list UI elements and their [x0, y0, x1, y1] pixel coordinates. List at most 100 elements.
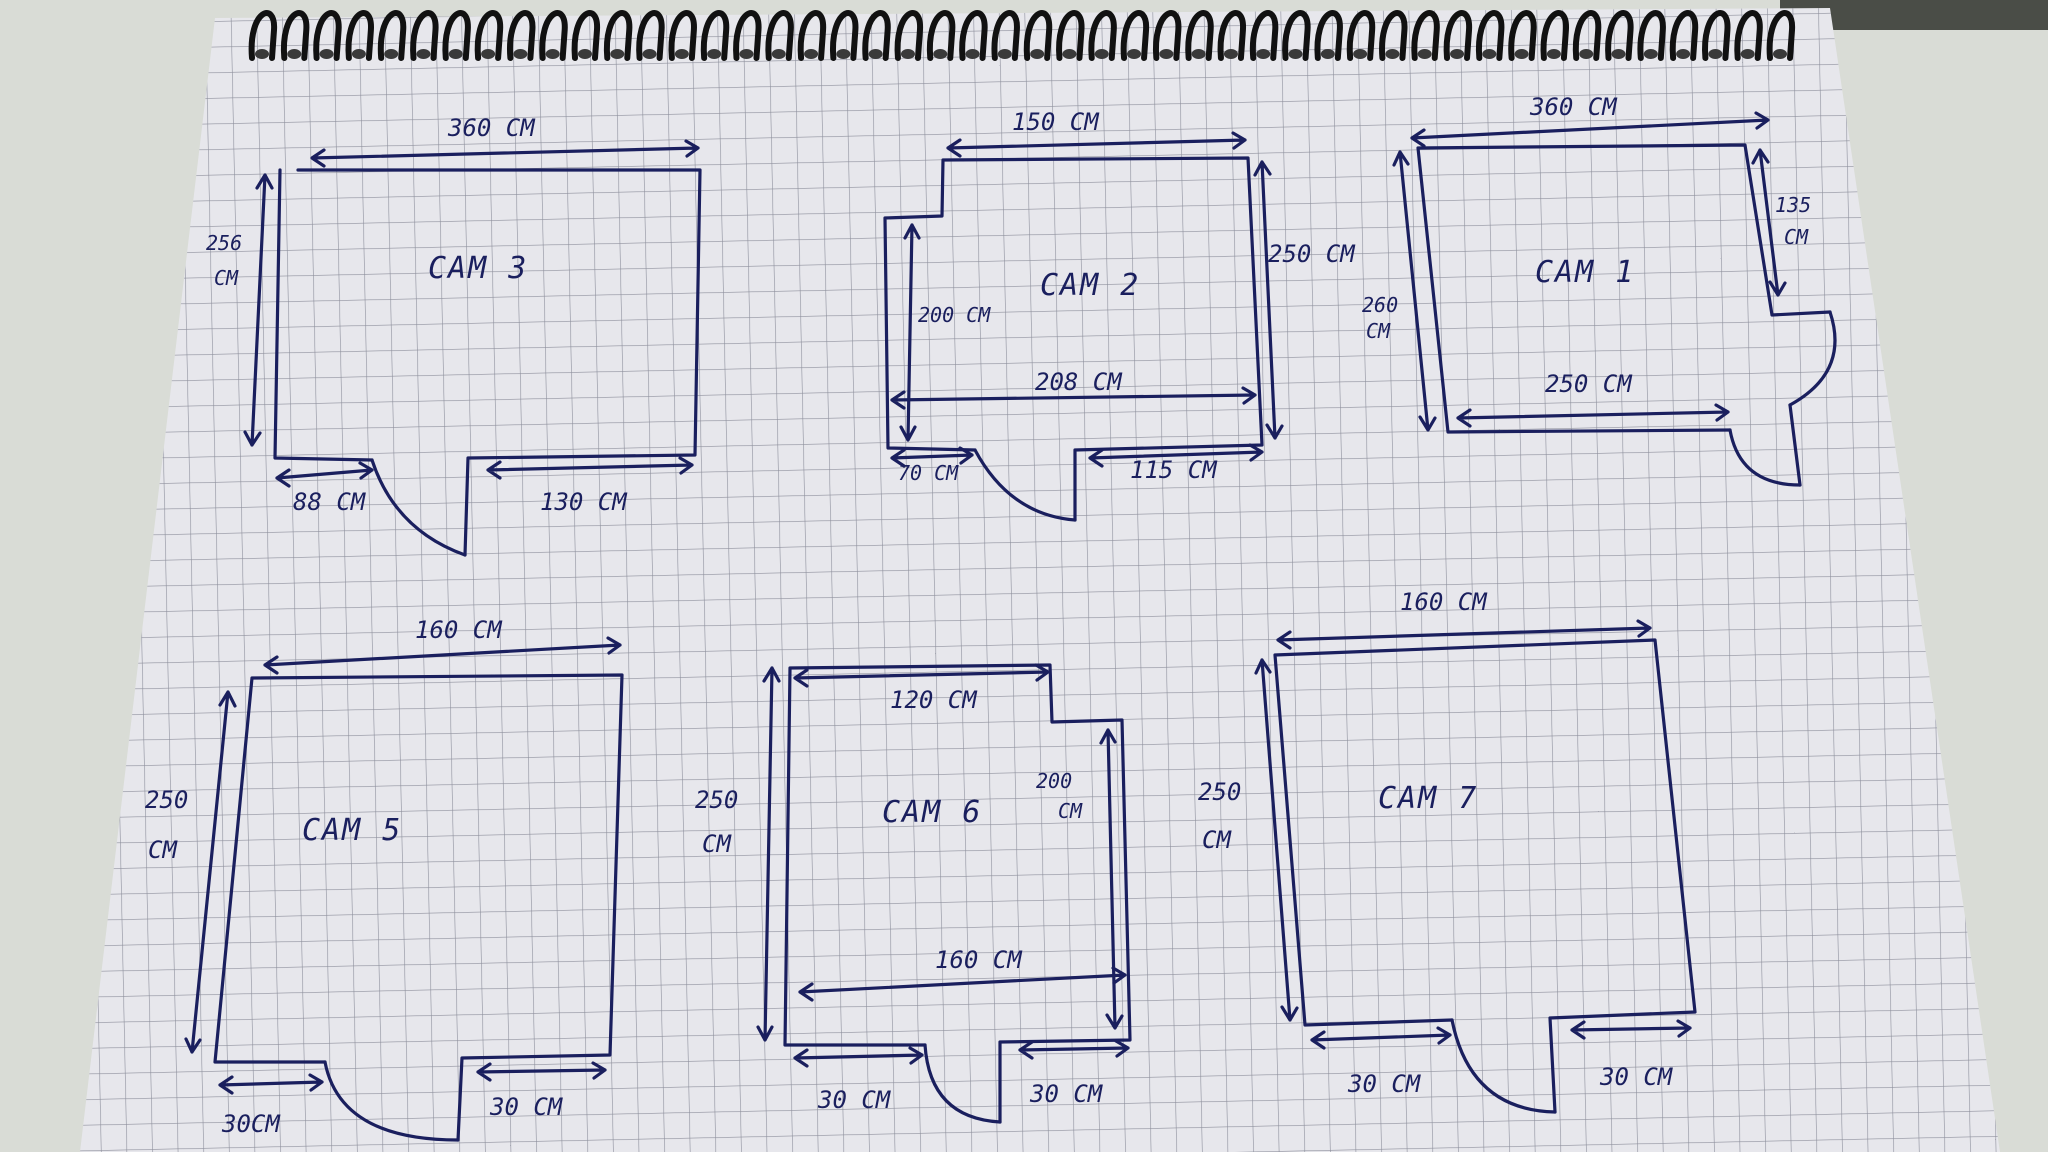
- cam2-dim-bottom-right: 115 CM: [1130, 456, 1218, 484]
- spiral-ring: [1023, 10, 1053, 61]
- binding-hole: [1159, 49, 1174, 59]
- cam5-walls: [213, 673, 624, 1142]
- spiral-ring: [1508, 10, 1537, 61]
- cam6-dim-right-a: 200: [1036, 769, 1072, 793]
- spiral-ring: [539, 10, 568, 61]
- cam7-title: CAM 7: [1378, 781, 1478, 816]
- cam2-dim-top: 150 CM: [1012, 108, 1100, 136]
- cam6-door-arc: [923, 1043, 1002, 1124]
- cam1-bottom-arrow: [1456, 403, 1730, 428]
- cam7-bottom-left-arrow: [1310, 1026, 1452, 1050]
- cam2-inner-width-arrow: [890, 386, 1257, 410]
- binding-hole: [674, 49, 689, 59]
- cam2-right-arrow: [1253, 160, 1284, 440]
- binding-hole: [965, 49, 980, 59]
- binding-hole: [1256, 49, 1271, 59]
- room-cam1: CAM 1 360 CM 135 CM 260 CM 250 CM: [1362, 93, 1837, 487]
- spiral-ring: [1185, 10, 1214, 61]
- binding-hole: [416, 49, 431, 59]
- binding-hole: [642, 49, 657, 59]
- spiral-ring: [1282, 10, 1311, 61]
- spiral-ring: [926, 10, 956, 61]
- cam7-dim-bottom-right: 30 CM: [1599, 1063, 1674, 1091]
- cam1-title: CAM 1: [1535, 255, 1635, 290]
- binding-hole: [1450, 49, 1465, 59]
- binding-hole: [1417, 49, 1432, 59]
- binding-hole: [1062, 49, 1077, 59]
- cam7-bottom-right-arrow: [1570, 1019, 1692, 1040]
- cam3-dim-left-a: 256: [206, 231, 242, 255]
- cam6-dim-left-b: CM: [702, 830, 732, 858]
- spiral-ring: [1540, 10, 1569, 61]
- cam1-top-arrow: [1410, 111, 1770, 148]
- cam6-dim-inner-width: 160 CM: [935, 946, 1023, 974]
- spiral-ring: [1217, 10, 1246, 61]
- binding-hole: [707, 49, 722, 59]
- cam6-dim-bottom-right: 30 CM: [1029, 1080, 1104, 1108]
- cam6-dim-top: 120 CM: [890, 686, 978, 714]
- spiral-ring: [345, 10, 374, 61]
- spiral-ring: [1056, 10, 1085, 61]
- cam6-bottom-left-arrow: [793, 1046, 924, 1068]
- spiral-binding: [248, 10, 1796, 61]
- cam5-bottom-left-arrow: [218, 1073, 324, 1095]
- binding-hole: [1482, 49, 1497, 59]
- spiral-ring: [765, 10, 794, 61]
- spiral-ring: [1346, 10, 1376, 61]
- cam2-title: CAM 2: [1040, 268, 1140, 303]
- cam1-right-arrow: [1751, 148, 1787, 297]
- spiral-ring: [442, 10, 471, 61]
- spiral-ring: [410, 10, 439, 61]
- cam7-dim-left-a: 250: [1198, 778, 1241, 806]
- spiral-ring: [1572, 10, 1602, 61]
- spiral-ring: [797, 10, 827, 61]
- cam6-inner-width-arrow: [798, 966, 1127, 1002]
- spiral-ring: [377, 10, 407, 61]
- binding-hole: [1676, 49, 1691, 59]
- cam5-title: CAM 5: [302, 813, 402, 848]
- cam1-dim-bottom: 250 CM: [1545, 370, 1633, 398]
- cam7-walls: [1273, 638, 1697, 1114]
- binding-hole: [1191, 49, 1206, 59]
- binding-hole: [577, 49, 592, 59]
- binding-hole: [1353, 49, 1368, 59]
- cam1-left-arrow: [1392, 150, 1437, 432]
- cam7-dim-top: 160 CM: [1400, 588, 1488, 616]
- cam5-dim-top: 160 CM: [415, 616, 503, 644]
- cam7-top-arrow: [1276, 619, 1652, 650]
- spiral-ring: [1669, 10, 1699, 61]
- binding-hole: [1030, 49, 1045, 59]
- spiral-ring: [1637, 10, 1666, 61]
- cam2-door-arc: [973, 448, 1077, 522]
- cam6-title: CAM 6: [882, 795, 982, 830]
- cam6-left-arrow: [756, 666, 781, 1042]
- cam1-dim-right-b: CM: [1784, 225, 1809, 249]
- spiral-ring: [1152, 10, 1182, 61]
- cam1-dim-left-a: 260: [1362, 293, 1398, 317]
- cam2-dim-inner-left: 200 CM: [918, 303, 991, 327]
- binding-hole: [1708, 49, 1723, 59]
- spiral-ring: [636, 10, 665, 61]
- spiral-ring: [1411, 10, 1440, 61]
- spiral-ring: [507, 10, 536, 61]
- binding-hole: [1385, 49, 1400, 59]
- binding-hole: [868, 49, 883, 59]
- cam3-walls: [273, 168, 702, 557]
- cam7-left-arrow: [1254, 658, 1299, 1022]
- cam3-title: CAM 3: [428, 251, 528, 286]
- cam6-right-arrow: [1099, 728, 1124, 1030]
- cam5-dim-bottom-left: 30CM: [221, 1110, 281, 1138]
- cam6-bottom-right-arrow: [1018, 1039, 1130, 1060]
- cam5-dim-left-a: 250: [145, 786, 188, 814]
- cam6-dim-bottom-left: 30 CM: [817, 1086, 892, 1114]
- binding-hole: [1223, 49, 1238, 59]
- spiral-ring: [959, 10, 988, 61]
- cam3-left-arrow: [243, 173, 274, 447]
- binding-hole: [255, 49, 269, 59]
- room-cam2: CAM 2 150 CM 250 CM 200 CM 208 CM 70 CM …: [883, 108, 1356, 522]
- spiral-ring: [1475, 10, 1505, 61]
- spiral-ring: [1734, 10, 1763, 61]
- cam6-top-arrow: [793, 663, 1050, 688]
- spiral-ring: [830, 10, 859, 61]
